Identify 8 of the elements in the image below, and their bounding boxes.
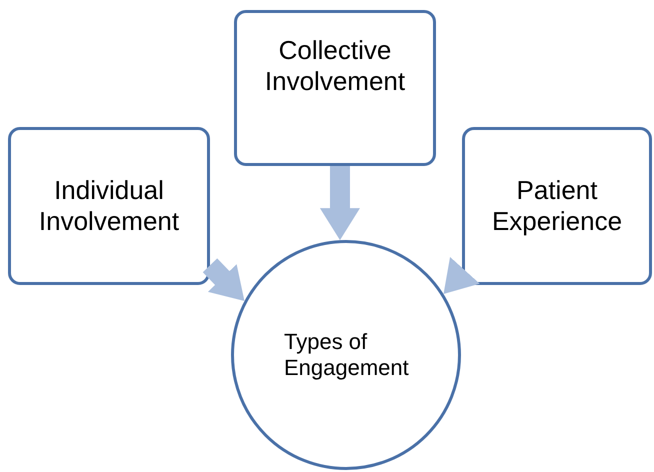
node-label: Collective Involvement (264, 34, 406, 98)
block-arrow (320, 166, 360, 240)
node-label: Individual Involvement (38, 174, 180, 238)
node-label: Patient Experience (490, 174, 624, 238)
concept-box (234, 10, 436, 166)
concept-box (462, 127, 652, 285)
concept-box (8, 127, 210, 285)
node-label: Types of Engagement (284, 328, 410, 382)
